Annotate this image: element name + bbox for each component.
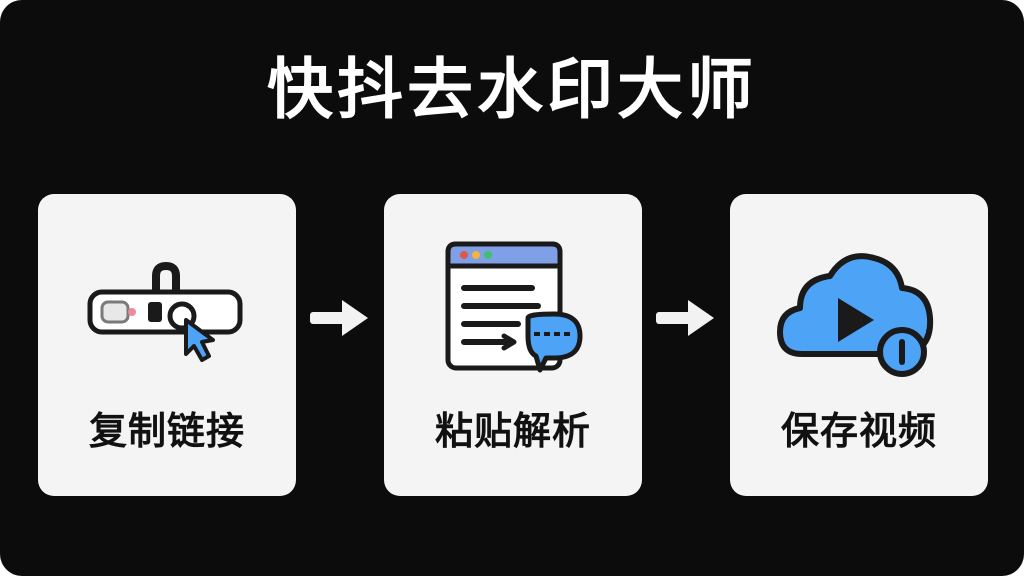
step-card-save-video: 保存视频 xyxy=(730,194,988,496)
arrow-right-icon xyxy=(310,300,368,336)
step-card-copy-link: 复制链接 xyxy=(38,194,296,496)
cloud-video-icon xyxy=(777,253,934,377)
browser-parse-icon xyxy=(445,241,583,373)
page-title: 快抖去水印大师 xyxy=(267,51,757,128)
step-label-copy-link: 复制链接 xyxy=(88,409,245,453)
step-card-paste-parse: 粘贴解析 xyxy=(384,194,642,496)
arrow-right-icon xyxy=(656,300,714,336)
step-label-save-video: 保存视频 xyxy=(780,409,937,453)
step-label-paste-parse: 粘贴解析 xyxy=(434,409,591,453)
link-cursor-icon xyxy=(87,261,243,362)
